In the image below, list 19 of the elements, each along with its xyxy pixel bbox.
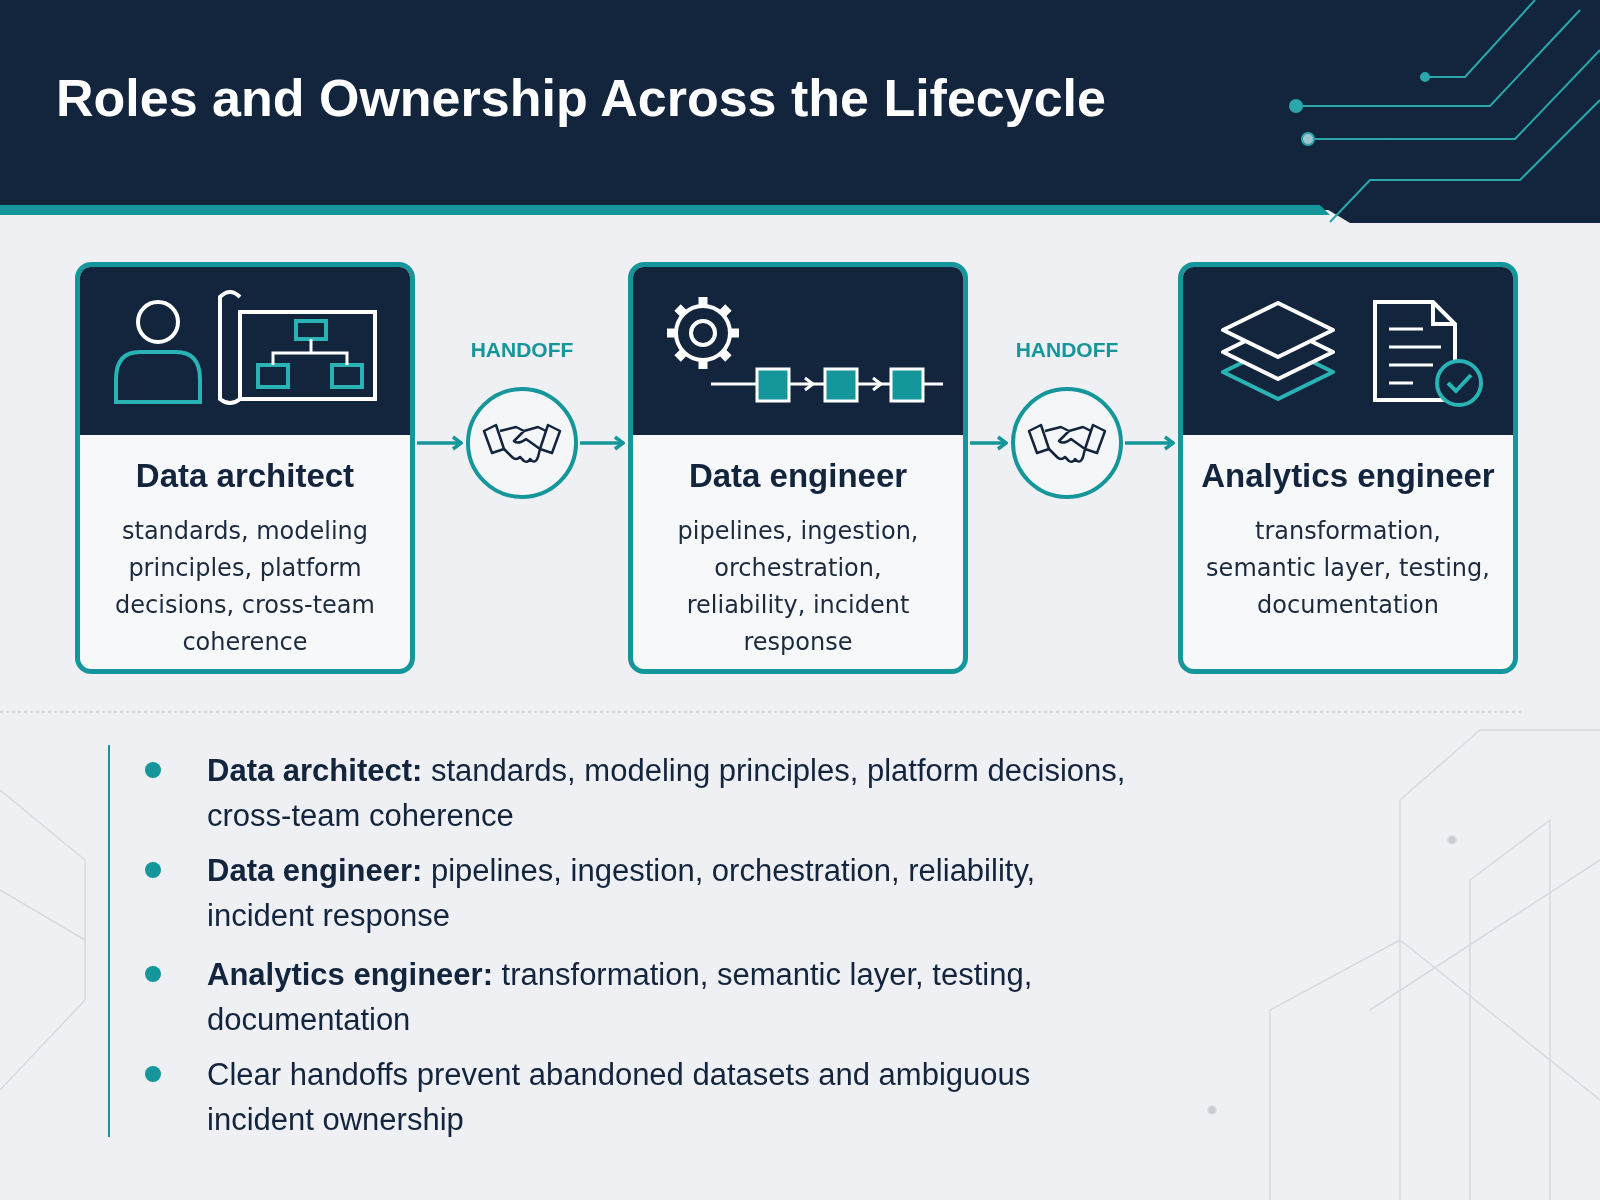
bullet-text: Analytics engineer: transformation, semantic layer, testing, documentation bbox=[207, 956, 1034, 1039]
handoff-label: HANDOFF bbox=[469, 338, 575, 362]
role-description: transformation, semantic layer, testing, documentation bbox=[1205, 516, 1491, 621]
bullet-text: Clear handoffs prevent abandoned datasets and ambiguous incident ownership bbox=[207, 1056, 1032, 1139]
bullet-text: Data engineer: pipelines, ingestion, orchestration, reliability, incident response bbox=[207, 852, 1037, 935]
arrow bbox=[970, 435, 1008, 451]
role-card bbox=[75, 262, 415, 674]
role-title: Analytics engineer bbox=[1200, 457, 1496, 495]
role-description: standards, modeling principles, platform decisions, cross-team coherence bbox=[114, 516, 376, 658]
role-description: pipelines, ingestion, orchestration, reliability, incident response bbox=[676, 516, 920, 658]
arrow bbox=[580, 435, 625, 451]
arrow bbox=[417, 435, 463, 451]
title: Roles and Ownership Across the Lifecycle bbox=[56, 68, 1106, 128]
arrow bbox=[1125, 435, 1175, 451]
role-card bbox=[628, 262, 968, 674]
role-card bbox=[1178, 262, 1518, 674]
handoff-label: HANDOFF bbox=[1014, 338, 1120, 362]
role-title: Data engineer bbox=[687, 457, 909, 495]
role-title: Data architect bbox=[134, 457, 356, 495]
